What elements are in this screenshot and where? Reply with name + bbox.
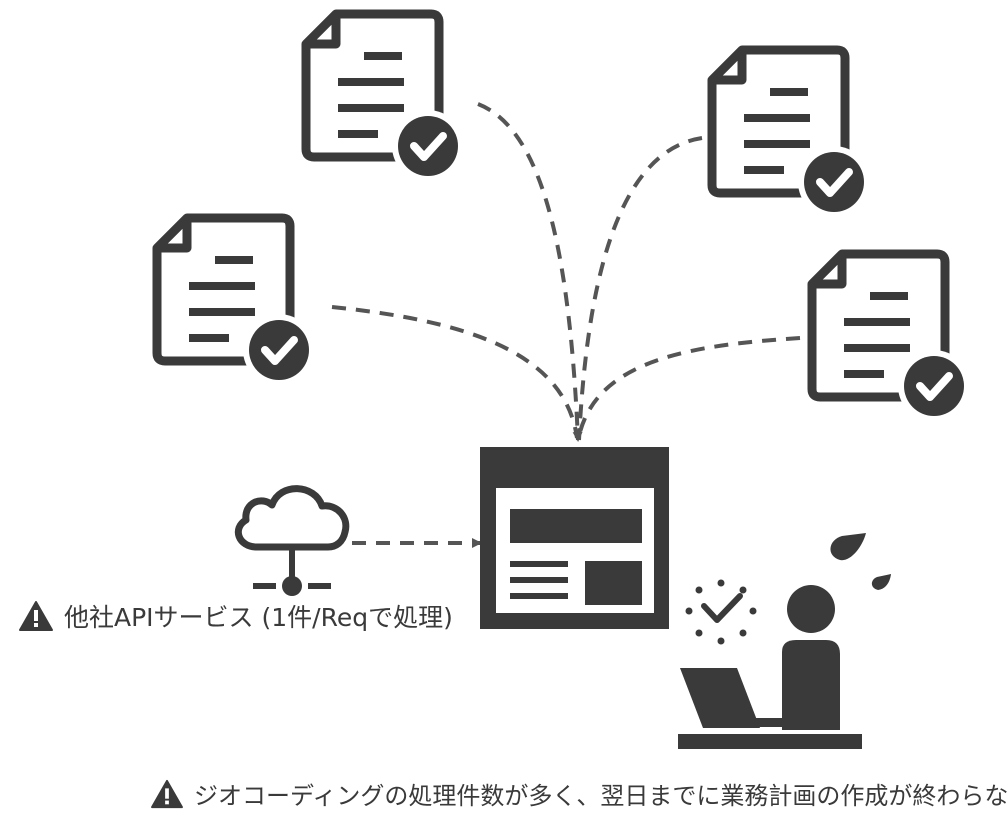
api-service-caption: 他社APIサービス (1件/Reqで処理) (18, 598, 453, 634)
web-page-icon (480, 447, 669, 629)
api-service-caption-text: 他社APIサービス (1件/Reqで処理) (64, 603, 453, 632)
cloud-network-icon (234, 485, 350, 596)
document-check-icon (712, 50, 870, 218)
warning-icon (19, 601, 53, 631)
arrow-doc-right (578, 336, 801, 433)
flow-arrows (331, 102, 801, 548)
clock-check-icon (685, 579, 757, 645)
document-check-icon (157, 218, 315, 386)
warning-icon (151, 779, 183, 808)
sweat-drop-icon (830, 533, 866, 561)
arrow-doc-top-left (477, 102, 583, 442)
arrow-doc-left (331, 305, 579, 439)
worried-person-laptop-icon (678, 533, 891, 749)
document-check-icon (812, 254, 970, 422)
bottom-warning-caption-text: ジオコーディングの処理件数が多く、翌日までに業務計画の作成が終わらない (194, 782, 1007, 810)
sweat-drop-icon (871, 574, 891, 590)
bottom-warning-caption: ジオコーディングの処理件数が多く、翌日までに業務計画の作成が終わらない (150, 776, 1007, 811)
arrow-doc-top-right (577, 136, 703, 441)
document-check-icon (306, 14, 464, 182)
